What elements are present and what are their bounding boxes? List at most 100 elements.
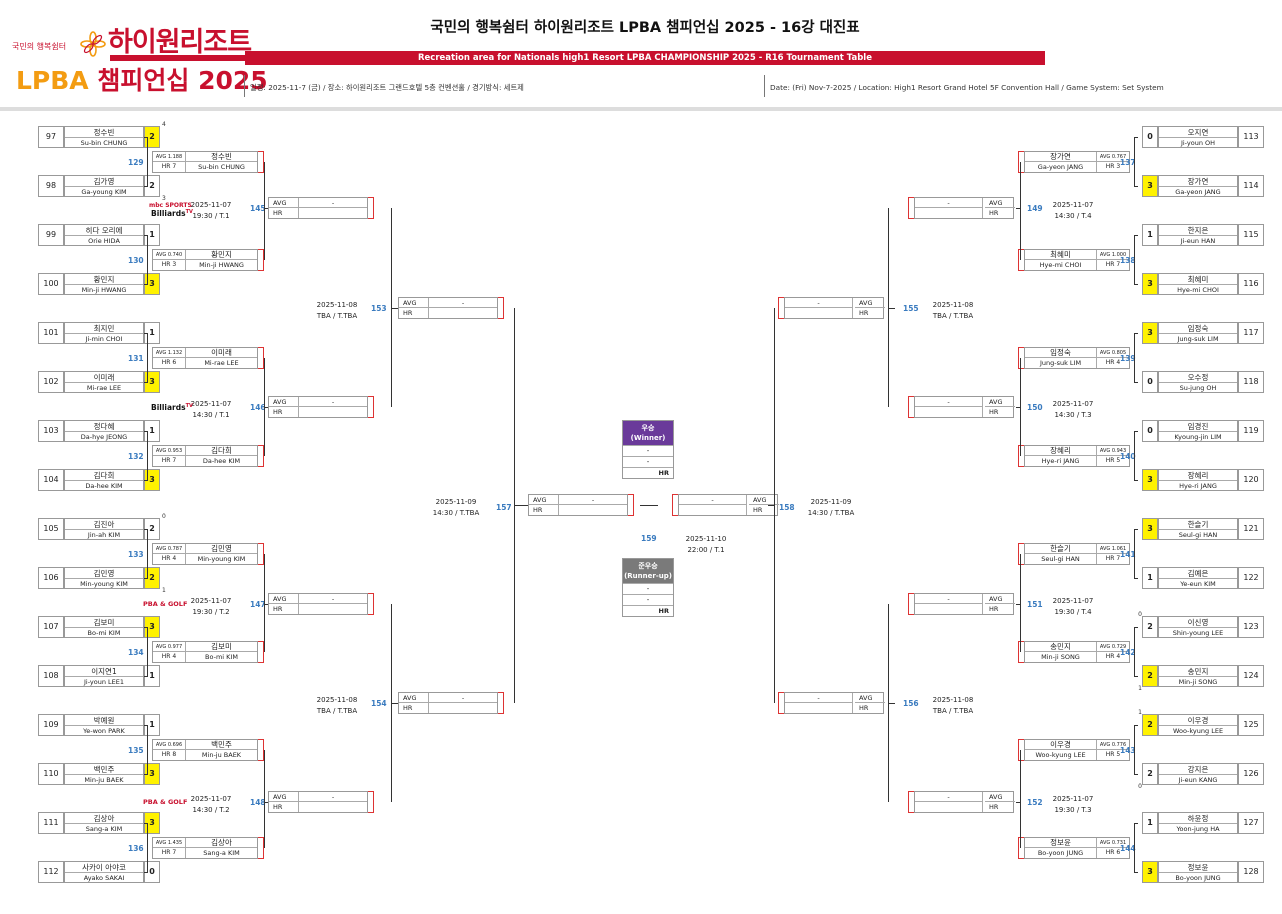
brand-name: 하이원리조트 xyxy=(108,27,252,58)
match-number: 146 xyxy=(250,403,266,412)
player-name-en: Ye-eun KIM xyxy=(1180,580,1216,588)
player-slot: - xyxy=(429,693,497,713)
seed-number: 100 xyxy=(38,273,64,295)
hr-value: HR 6 xyxy=(161,358,177,366)
player-name-kr: 사카이 아야코 xyxy=(65,862,143,873)
player-pending: - xyxy=(299,198,367,208)
match-number: 141 xyxy=(1120,549,1136,559)
winner-name-en: Seul-gi HAN xyxy=(1041,554,1080,563)
tiebreak-score: 1 xyxy=(162,587,166,594)
winner-name-en: Min-ji HWANG xyxy=(199,260,244,269)
hr-label: HR xyxy=(989,803,999,811)
connector-tab xyxy=(1018,640,1024,663)
match-number: 152 xyxy=(1027,798,1043,807)
avg-value: AVG 0.696 xyxy=(153,740,185,750)
player-name-kr: 오수정 xyxy=(1159,372,1237,383)
player-pending-en xyxy=(429,308,497,318)
player-name-kr: 강지은 xyxy=(1159,764,1237,775)
player-name-kr: 김가영 xyxy=(65,176,143,187)
match-number: 131 xyxy=(128,353,144,363)
bracket-line xyxy=(264,553,265,652)
winner-name-kr: 김상아 xyxy=(186,838,257,848)
player-name-en: Ayako SAKAI xyxy=(83,874,125,882)
player-pending-en xyxy=(785,703,852,713)
player-name-en: Ji-eun HAN xyxy=(1180,237,1216,245)
bracket-line xyxy=(1134,823,1138,824)
match-time: 14:30 / T.1 xyxy=(192,411,230,419)
player-name-en: Hye-mi CHOI xyxy=(1177,286,1219,294)
player-pending: - xyxy=(785,693,852,703)
player-pending: - xyxy=(915,198,982,208)
hr-label: HR xyxy=(753,506,763,514)
player-name-en: Su-bin CHUNG xyxy=(80,139,128,147)
seed-number: 113 xyxy=(1238,126,1264,148)
hr-value: HR 4 xyxy=(1105,358,1121,366)
player-name-en: Ji-youn LEE1 xyxy=(83,678,125,686)
winner-box: 우승 (Winner) - - HR xyxy=(622,420,674,479)
avg-value: AVG 0.729 xyxy=(1097,642,1129,652)
hr-label: HR xyxy=(989,408,999,416)
winner-name-kr: 정보윤 xyxy=(1025,838,1096,848)
match-number: 143 xyxy=(1120,745,1136,755)
bracket-line xyxy=(144,578,148,579)
player-pending: - xyxy=(559,495,627,505)
connector-tab xyxy=(498,297,504,319)
match-number: 134 xyxy=(128,647,144,657)
avg-value: AVG 0.805 xyxy=(1097,348,1129,358)
avg-label: AVG xyxy=(399,298,428,308)
bracket-line xyxy=(1134,676,1138,677)
match-time: TBA / T.TBA xyxy=(932,707,974,715)
bracket-line xyxy=(1016,407,1020,408)
winner-name-en: Ga-yeon JANG xyxy=(1037,162,1084,171)
match-number: 130 xyxy=(128,255,144,265)
match-date: 2025-11-08 xyxy=(316,301,358,309)
player-name-kr: 김예은 xyxy=(1159,568,1237,579)
lpba-logo-mark: LPBA xyxy=(16,66,89,95)
seed-number: 127 xyxy=(1238,812,1264,834)
bracket-line xyxy=(1134,186,1138,187)
player-name-en: Bo-mi KIM xyxy=(87,629,121,637)
player-name-en: Da-hye JEONG xyxy=(80,433,128,441)
